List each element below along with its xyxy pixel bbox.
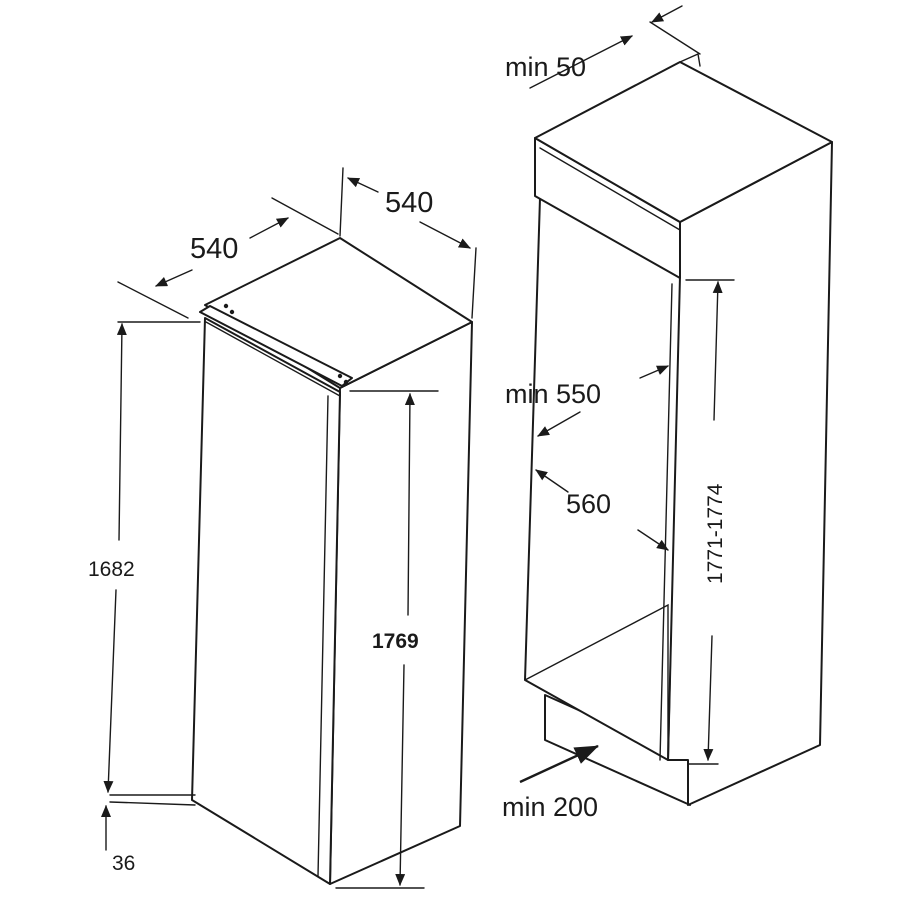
niche-top-panel	[534, 61, 833, 223]
appliance-drawing	[191, 237, 473, 885]
gap-arrow	[529, 35, 633, 89]
niche-width-label: min 550	[505, 379, 601, 409]
width-extension-line	[117, 281, 189, 319]
height-extension-line	[109, 801, 196, 806]
niche-top-gap-label: min 50	[505, 52, 586, 82]
width-extension-line	[271, 197, 339, 235]
appliance-total-height-label: 1769	[372, 630, 419, 653]
vent-arrow	[519, 744, 599, 784]
gap-arrow	[651, 5, 683, 23]
niche-back-edge	[679, 52, 701, 67]
niche-depth-arrow	[535, 469, 569, 493]
total-height-arrow	[395, 664, 406, 886]
appliance-rail-lip	[205, 321, 341, 397]
depth-arrow	[347, 177, 379, 193]
niche-height-label: 1771-1774	[704, 483, 727, 584]
rail-screw-icon	[229, 309, 235, 315]
appliance-mounting-rail	[199, 305, 353, 387]
appliance-plinth-label: 36	[112, 852, 135, 875]
niche-height-arrow	[703, 635, 714, 761]
rail-screw-icon	[223, 303, 229, 309]
niche-height-arrow	[712, 281, 723, 421]
depth-extension-line	[339, 167, 344, 237]
appliance-body-height-label: 1682	[88, 558, 135, 581]
rail-screw-icon	[337, 373, 343, 379]
niche-drawing	[524, 52, 833, 806]
appliance-front-door	[191, 317, 341, 885]
niche-vent-label: min 200	[502, 792, 598, 822]
height-arrow	[116, 323, 127, 541]
width-arrow	[155, 269, 193, 287]
niche-depth-label: 560	[566, 489, 611, 519]
appliance-door-edge	[317, 395, 329, 877]
gap-extension-line	[649, 21, 701, 55]
niche-width-arrow	[537, 411, 581, 437]
niche-width-arrow	[639, 365, 669, 379]
appliance-depth-label: 540	[385, 187, 433, 219]
depth-arrow	[419, 221, 471, 249]
appliance-dimensions	[101, 167, 477, 889]
niche-depth-arrow	[637, 529, 669, 551]
depth-extension-line	[471, 247, 477, 319]
niche-dimensions	[519, 5, 735, 784]
niche-floor-line	[524, 603, 669, 761]
niche-side-panel	[667, 141, 833, 806]
niche-top-edge	[539, 147, 681, 231]
height-arrow	[103, 589, 117, 793]
rail-screw-icon	[343, 379, 349, 385]
width-arrow	[249, 217, 289, 239]
total-height-arrow	[404, 393, 415, 616]
niche-side-edge	[659, 283, 673, 761]
appliance-width-label: 540	[190, 233, 238, 265]
